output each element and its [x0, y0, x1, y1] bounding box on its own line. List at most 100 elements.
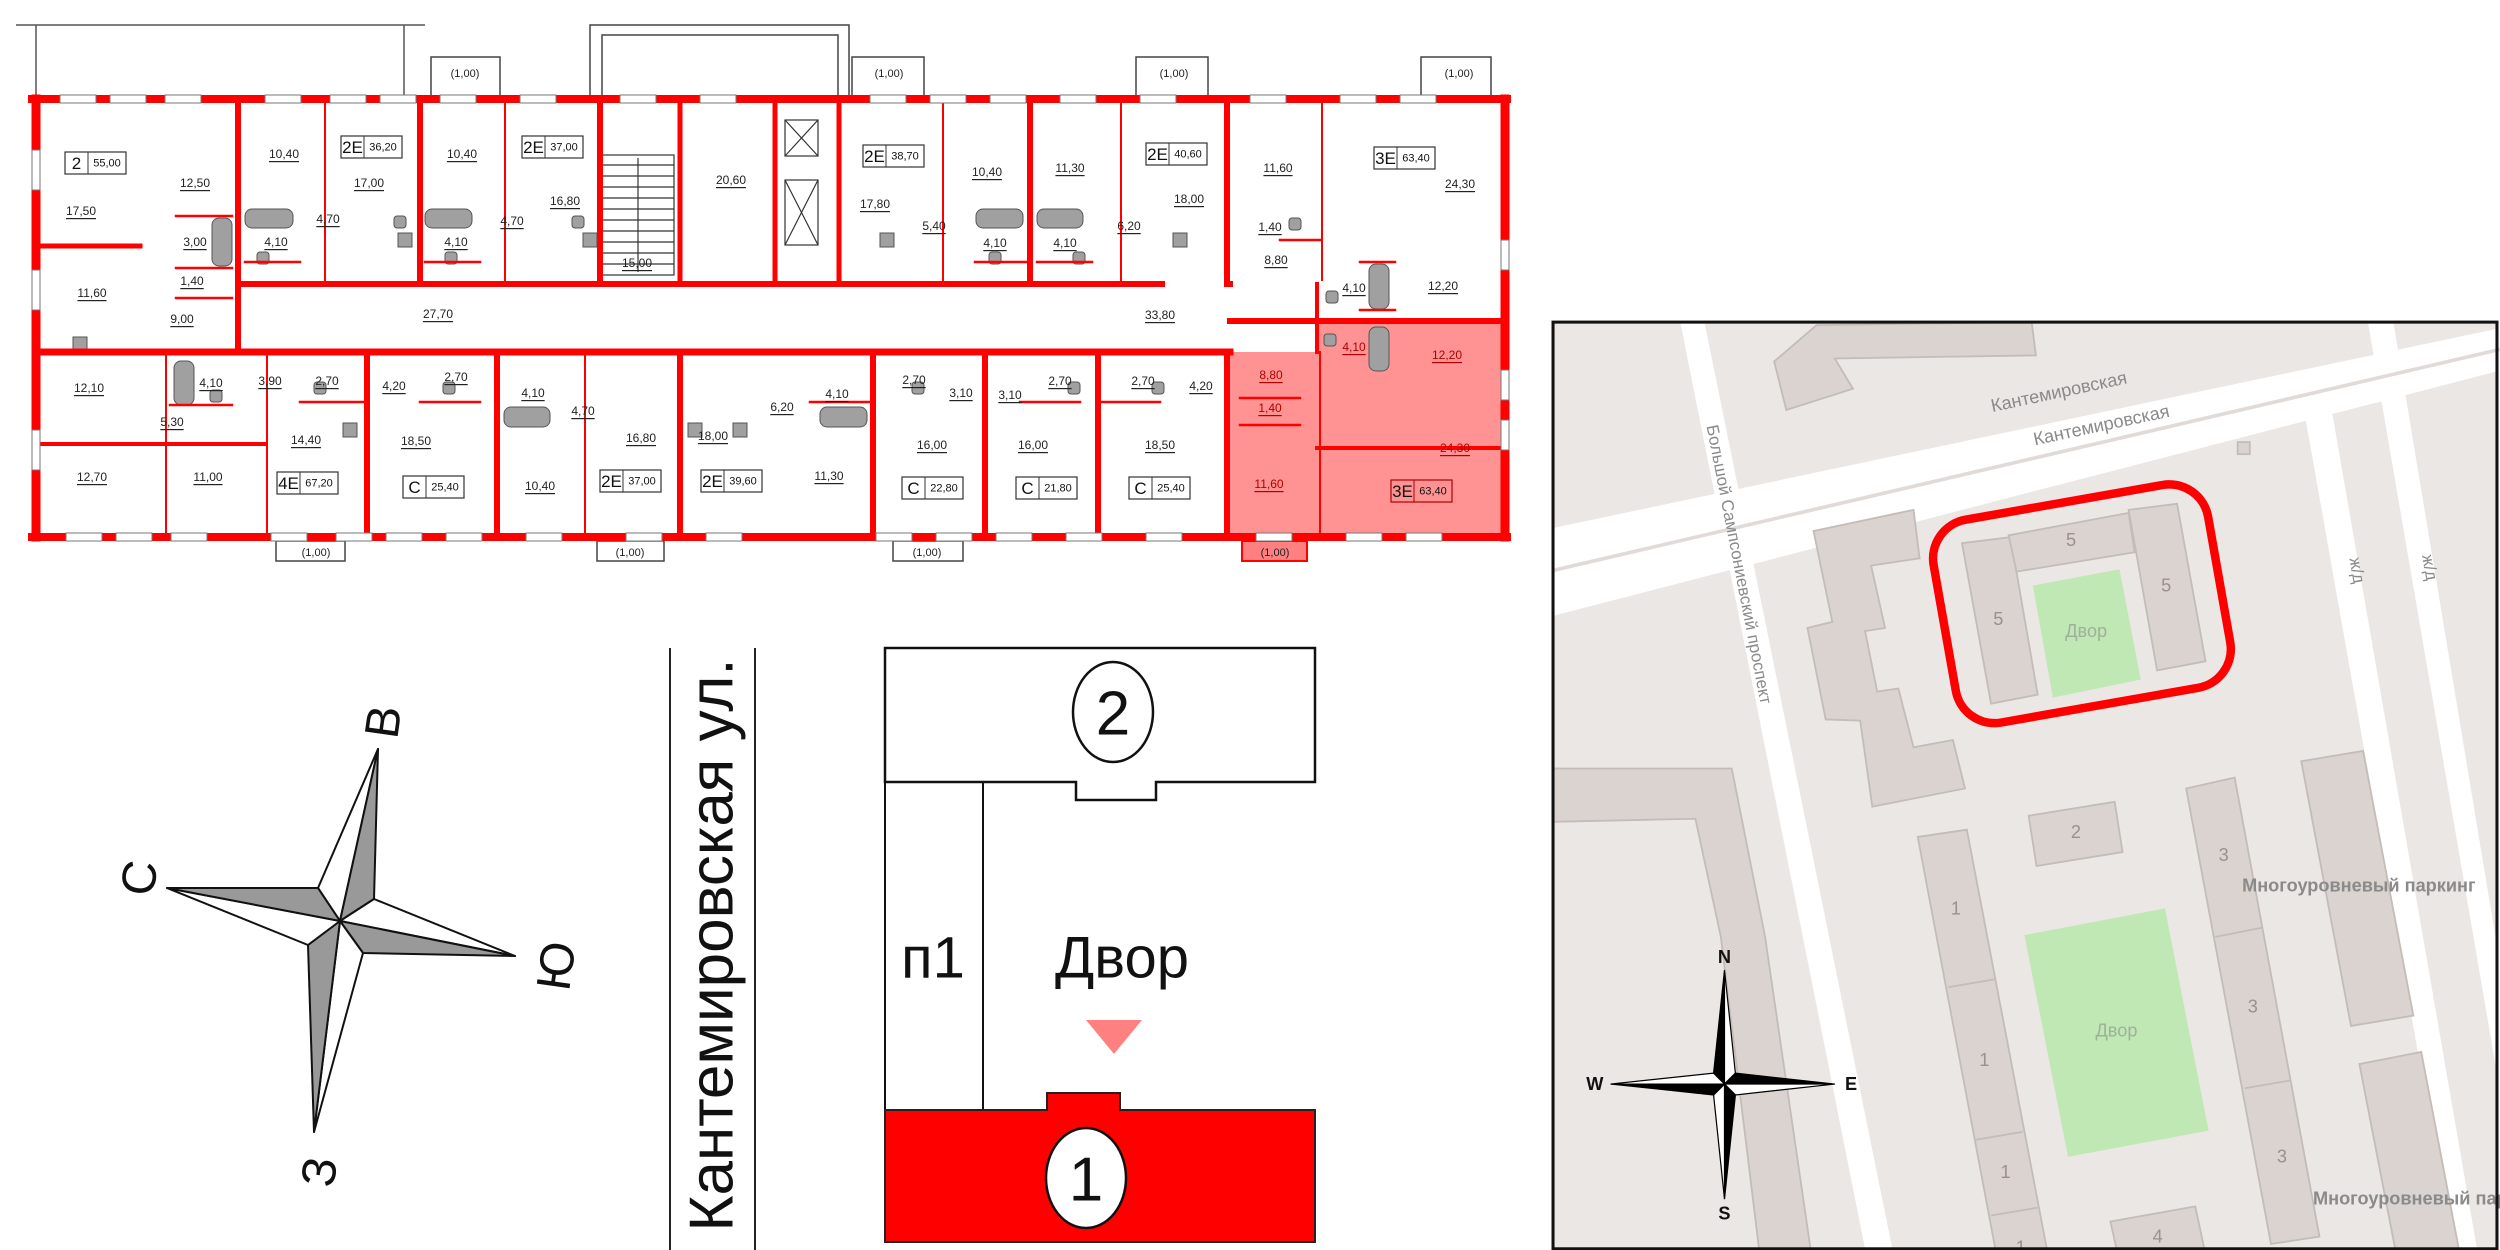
- location-map[interactable]: Кантемировская Кантемировская Большой Са…: [1551, 320, 2500, 1250]
- map-courtyard-green: [2032, 569, 2141, 698]
- window: [989, 94, 1027, 104]
- terrace-outline: [16, 24, 425, 96]
- section-2-marker: [1071, 660, 1155, 764]
- room-area: 4,10: [444, 235, 468, 249]
- room-area: 4,20: [382, 379, 406, 393]
- window: [439, 94, 477, 104]
- highlighted-room-area: 8,80: [1259, 368, 1283, 382]
- window: [335, 532, 373, 542]
- road-divider: [1552, 347, 2500, 573]
- map-courtyard-label: Двор: [2065, 621, 2107, 641]
- map-courtyard-label: Двор: [2096, 1021, 2138, 1041]
- room-area: 4,70: [316, 212, 340, 226]
- window: [59, 94, 97, 104]
- compass-west-label: З: [292, 1154, 349, 1190]
- toilet-icon: [911, 381, 925, 395]
- highlighted-room-area: 12,20: [1432, 348, 1462, 362]
- balcony-area: (1,00): [1160, 68, 1189, 80]
- room-area: 17,00: [354, 176, 384, 190]
- toilet-icon: [442, 381, 456, 395]
- apartment-type: 3Е: [1392, 482, 1413, 501]
- window: [625, 532, 663, 542]
- map-building-number: 1: [2016, 1238, 2026, 1250]
- room-area: 4,10: [983, 236, 1007, 250]
- room-area: 4,70: [571, 404, 595, 418]
- map-building: [1773, 321, 2037, 412]
- map-parking-label: Многоуровневый паркинг: [2242, 875, 2476, 895]
- stove-icon: [1172, 232, 1188, 248]
- window: [65, 532, 103, 542]
- room-area: 16,00: [917, 438, 947, 452]
- apartment-type: С: [907, 479, 919, 498]
- map-rail-label: ж/д: [2418, 553, 2441, 582]
- room-area: 27,70: [423, 307, 453, 321]
- balcony-area: (1,00): [913, 547, 942, 559]
- site-scheme: Кантемировская ул. 2 п1 Двор 1: [669, 646, 1317, 1250]
- room-area: 10,40: [972, 165, 1002, 179]
- window: [270, 532, 308, 542]
- toilet-icon: [1323, 333, 1337, 347]
- room-area: 12,20: [1428, 279, 1458, 293]
- map-building-5: [1960, 536, 2039, 705]
- rail-line: [2301, 391, 2477, 1249]
- apartment-area: 37,00: [628, 476, 656, 488]
- stove-icon: [582, 232, 598, 248]
- room-area: 10,40: [269, 147, 299, 161]
- bathtub-icon: [1036, 208, 1084, 229]
- room-area: 18,00: [1174, 192, 1204, 206]
- map-building-number: 5: [2066, 530, 2076, 550]
- window: [385, 532, 423, 542]
- room-area: 10,40: [525, 479, 555, 493]
- apartment-area: 21,80: [1044, 483, 1072, 495]
- stove-icon: [342, 422, 358, 438]
- window: [1145, 532, 1183, 542]
- room-area: 11,60: [1263, 161, 1292, 175]
- window: [170, 532, 208, 542]
- room-area: 4,70: [500, 214, 524, 228]
- apartment-area: 63,40: [1402, 153, 1430, 165]
- map-building-number: 1: [1979, 1050, 1989, 1070]
- map-building-number: 4: [2153, 1227, 2163, 1247]
- window: [31, 149, 41, 191]
- highlighted-apartment[interactable]: [1230, 321, 1503, 534]
- room-area: 11,30: [814, 469, 843, 483]
- passage-outline: [884, 782, 984, 1110]
- apartment-area: 25,40: [1157, 483, 1185, 495]
- room-area: 33,80: [1145, 308, 1175, 322]
- room-area: 16,80: [550, 194, 580, 208]
- apartment-area: 39,60: [729, 476, 757, 488]
- toilet-icon: [1325, 290, 1339, 304]
- apartment-type: 2Е: [864, 147, 885, 166]
- road-kantemirovskaya: [1553, 328, 2500, 616]
- roads: [1553, 322, 2500, 1249]
- window: [1405, 532, 1443, 542]
- room-area: 3,10: [998, 388, 1022, 402]
- apartment-type: С: [408, 478, 420, 497]
- map-building-number: 2: [2071, 822, 2081, 842]
- street-name: Кантемировская ул.: [678, 658, 747, 1231]
- apartment-badge[interactable]: 2Е 37,00: [599, 469, 662, 493]
- window: [869, 94, 907, 104]
- map-building-2: [2027, 800, 2124, 868]
- bathtub-icon: [1368, 263, 1390, 310]
- courtyard-label: Двор: [1055, 926, 1189, 991]
- apartment-type: 2Е: [601, 472, 622, 491]
- map-building-5: [2127, 502, 2207, 672]
- compass-north-label: С: [111, 857, 168, 899]
- window: [995, 532, 1033, 542]
- room-area: 17,50: [66, 204, 96, 218]
- target-building-highlight[interactable]: [1927, 478, 2237, 729]
